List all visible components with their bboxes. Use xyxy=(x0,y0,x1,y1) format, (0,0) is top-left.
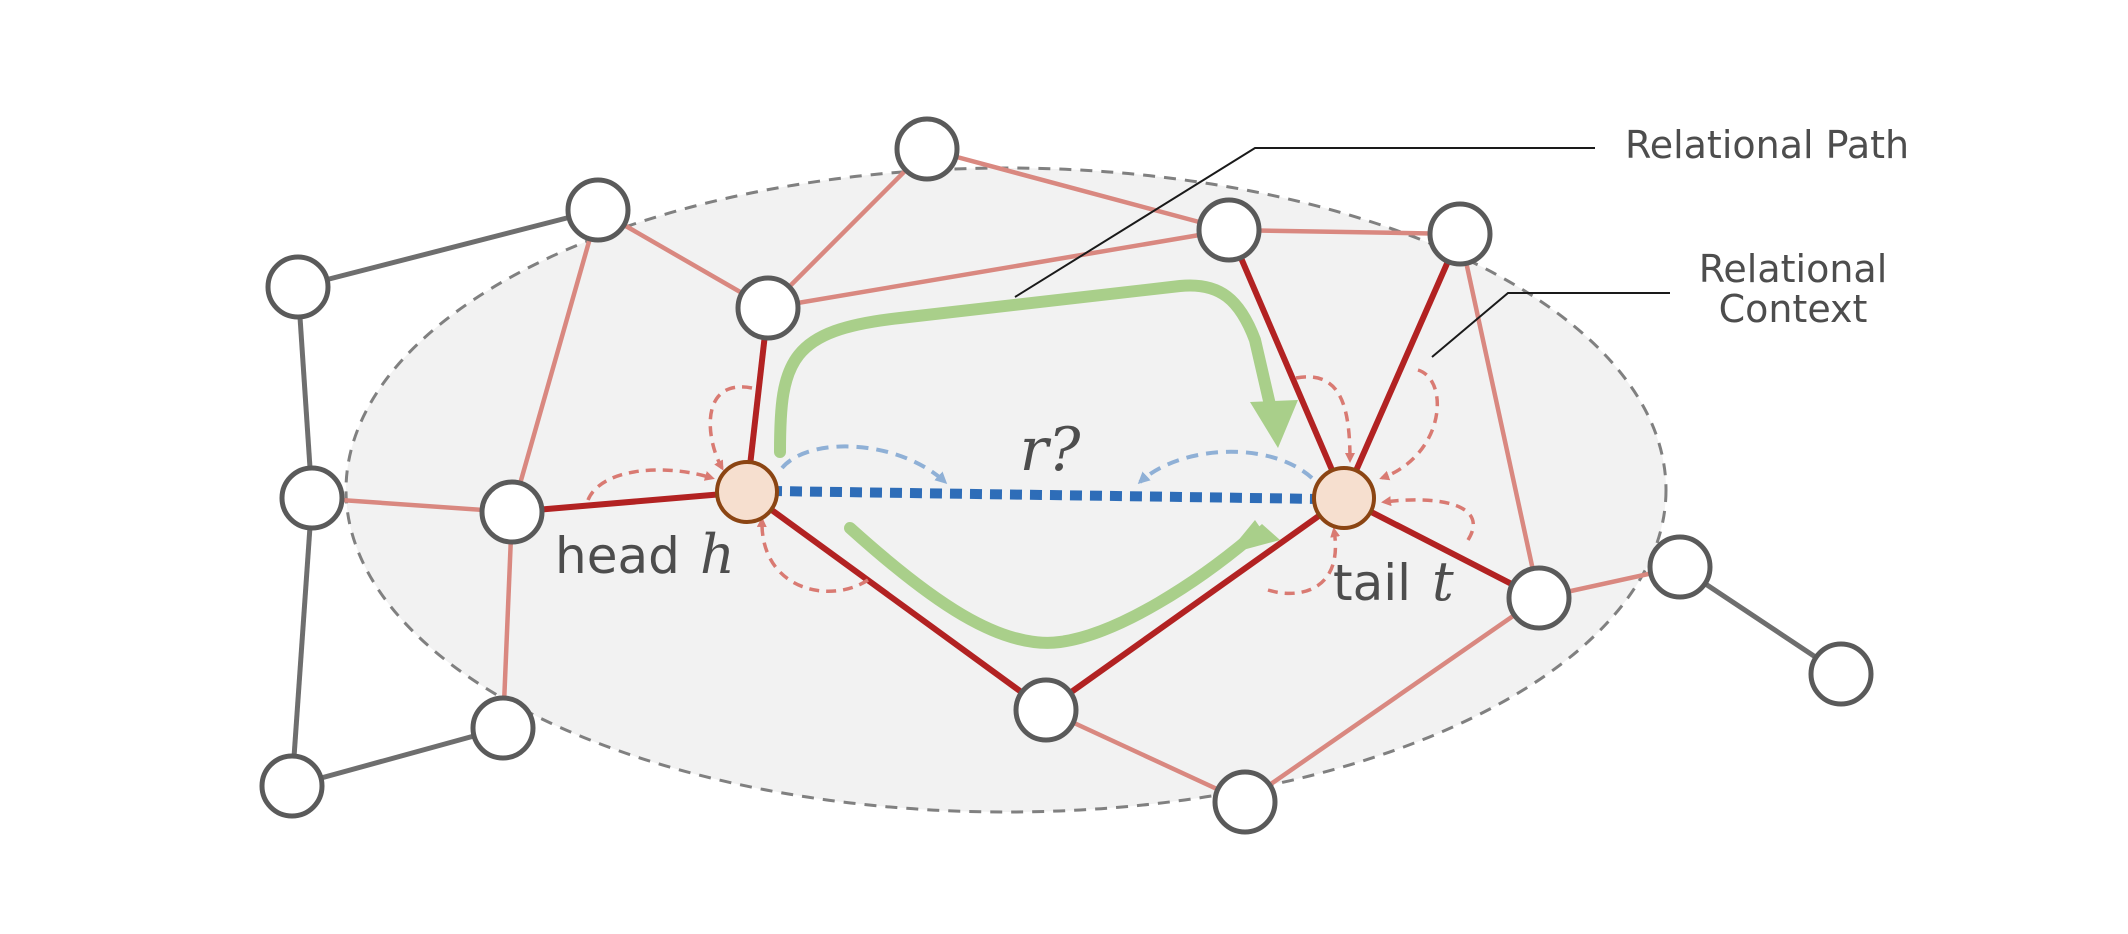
relational-path-arrows xyxy=(774,279,1276,649)
edge xyxy=(1342,495,1541,601)
arrowhead xyxy=(1228,524,1280,554)
edge xyxy=(926,146,1230,233)
relational-path-upper xyxy=(774,279,1276,458)
edge xyxy=(1045,707,1246,805)
query-relation-edge xyxy=(769,486,1323,504)
relational-path-label: Relational Path xyxy=(1625,123,1909,167)
graph-node xyxy=(279,465,345,531)
graph-node xyxy=(1427,201,1493,267)
graph-node xyxy=(470,695,536,761)
edge xyxy=(1228,227,1461,237)
graph-node xyxy=(1647,534,1713,600)
graph-node xyxy=(565,177,631,243)
tail-symbol-label: t xyxy=(1432,550,1454,613)
edge xyxy=(766,147,929,310)
edge xyxy=(745,489,1048,713)
relational-path-arrowheads xyxy=(1228,400,1298,554)
edge xyxy=(1243,596,1541,804)
edge xyxy=(500,511,515,729)
graph-node xyxy=(894,116,960,182)
edge xyxy=(509,209,601,513)
graph-node xyxy=(1013,677,1079,743)
tail-entity-node xyxy=(1312,466,1376,530)
context-aggregation-arrows xyxy=(586,368,1476,596)
core-edges xyxy=(511,228,1541,713)
head-symbol-label: h xyxy=(700,523,735,586)
head-entity-node xyxy=(715,460,779,524)
relational-context-label-line2: Context xyxy=(1719,287,1868,331)
graph-node xyxy=(1808,641,1874,707)
tail-word-label: tail xyxy=(1333,554,1411,612)
relation-query-label: r? xyxy=(1020,415,1082,485)
annotation-leaders xyxy=(1014,147,1670,358)
edge xyxy=(767,227,1230,311)
edge xyxy=(297,207,599,290)
query-message-arrows xyxy=(780,444,1314,485)
edge xyxy=(596,208,770,310)
relational-context-leader xyxy=(1431,292,1670,358)
edge xyxy=(289,497,315,787)
arrowhead xyxy=(1232,520,1266,548)
relational-path-lower xyxy=(844,522,1256,649)
graph-node xyxy=(479,479,545,545)
edge xyxy=(1044,495,1346,713)
graph-node xyxy=(1196,197,1262,263)
graph-node xyxy=(1212,769,1278,835)
edge xyxy=(311,495,513,515)
edge xyxy=(291,725,504,789)
edge xyxy=(511,489,748,515)
graph-node xyxy=(1506,565,1572,631)
arrowhead xyxy=(1250,400,1298,448)
edge xyxy=(1457,233,1542,599)
graph-node xyxy=(259,753,325,819)
relational-context-label-line1: Relational xyxy=(1699,247,1888,291)
graph-node xyxy=(735,275,801,341)
edge xyxy=(295,286,315,499)
graph-node xyxy=(265,254,331,320)
head-word-label: head xyxy=(555,527,680,585)
edge xyxy=(1341,232,1463,500)
relational-path-leader xyxy=(1014,147,1595,298)
graph-nodes xyxy=(259,116,1874,835)
edge xyxy=(1226,228,1347,500)
